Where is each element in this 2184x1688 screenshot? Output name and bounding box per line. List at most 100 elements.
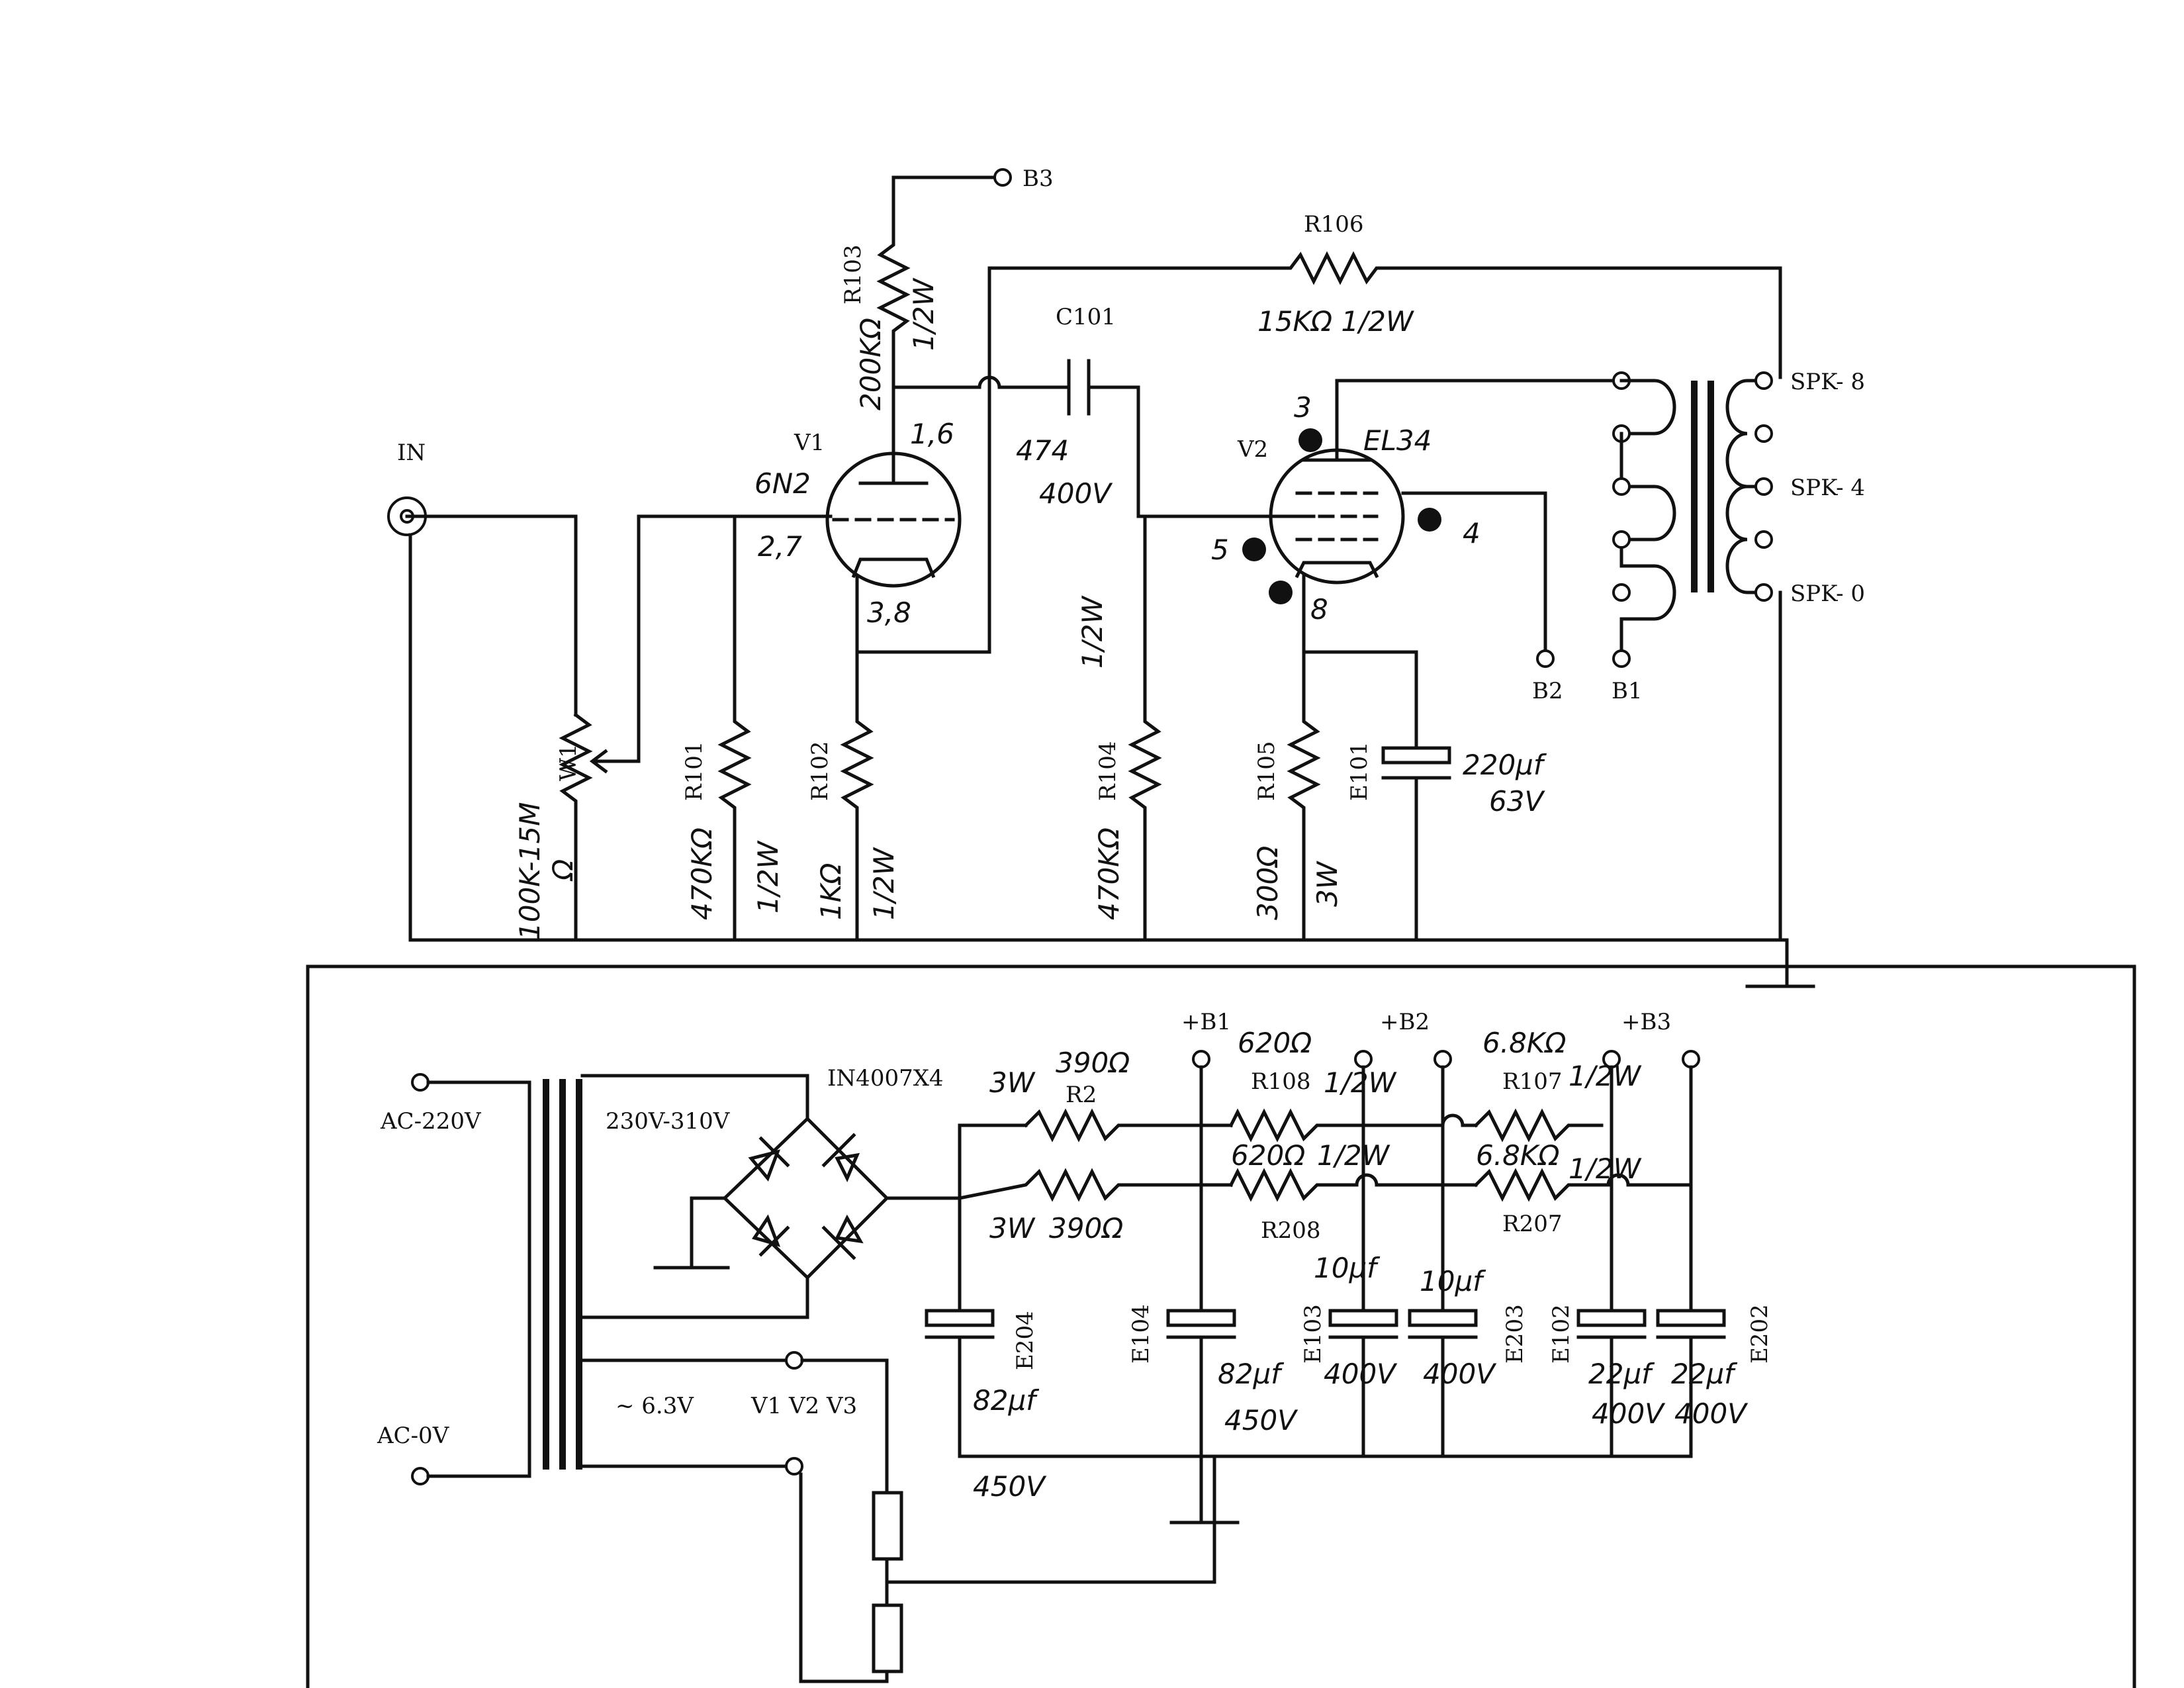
v2-name: V2 <box>1237 436 1268 463</box>
ot-secondary <box>1725 379 1766 489</box>
e104-capacitor <box>1166 1309 1236 1327</box>
w1-name: W1 <box>555 743 582 781</box>
b2-label: B2 <box>1532 678 1563 704</box>
w1-value: 100K-15M <box>514 802 546 940</box>
e101-name: E101 <box>1346 741 1373 801</box>
r1-bottom-power: 3W <box>989 1212 1036 1244</box>
e102-name: E102 <box>1548 1304 1574 1364</box>
c101-voltage: 400V <box>1039 477 1113 510</box>
r2-name: R2 <box>1066 1082 1097 1108</box>
ot-primary-bottom <box>1612 583 1631 602</box>
e203-name: E203 <box>1502 1304 1528 1364</box>
r207-name: R207 <box>1502 1211 1563 1237</box>
ac-primary-wire <box>426 1080 531 1478</box>
r1-bottom-value: 390Ω <box>1049 1212 1123 1244</box>
r105-value: 300Ω <box>1251 846 1284 920</box>
r101-value: 470KΩ <box>686 827 718 920</box>
b2-plus-terminal-b <box>1433 1050 1452 1068</box>
heater-terminal-2 <box>785 1457 803 1476</box>
amplifier-section: IN W1 100K-15M Ω R101 470KΩ 1/2W V1 6N2 … <box>387 165 1865 988</box>
e103-voltage: 400V <box>1324 1358 1398 1390</box>
e204-capacitor <box>925 1309 995 1327</box>
b3-label: B3 <box>1023 165 1054 192</box>
w1-unit: Ω <box>547 859 579 882</box>
v2-pin8: 8 <box>1310 593 1328 626</box>
v1-plate-wire <box>876 175 995 485</box>
input-wire <box>405 514 578 717</box>
ot-primary-coil-2 <box>1619 432 1676 541</box>
upper-rail-r107 <box>1473 1108 1604 1143</box>
b2-plus-label: +B2 <box>1380 1009 1430 1035</box>
heater-ct-resistor-1 <box>872 1491 903 1561</box>
w1-wiper <box>594 514 641 763</box>
heater-ct-mid <box>885 1454 1216 1607</box>
r101-note: 1/2W <box>752 840 784 914</box>
w1-arrow <box>589 749 608 774</box>
r102-name: R102 <box>807 741 833 802</box>
e202-voltage: 400V <box>1674 1397 1749 1430</box>
bridge-ground <box>653 1196 730 1270</box>
e203-voltage: 400V <box>1423 1358 1497 1390</box>
spk0-terminal <box>1754 583 1773 602</box>
e202-capacitor <box>1656 1309 1726 1327</box>
hv-secondary <box>580 1074 809 1121</box>
r103-value: 200KΩ <box>854 318 887 410</box>
diode-1 <box>748 1136 790 1182</box>
ot-secondary-2 <box>1725 485 1766 594</box>
b2-terminal <box>1536 649 1555 668</box>
e204-name: E204 <box>1012 1311 1038 1370</box>
spk8-label: SPK- 8 <box>1790 369 1865 395</box>
v1-pin-plate: 1,6 <box>910 418 954 450</box>
b1-plus-label: +B1 <box>1181 1009 1231 1035</box>
feedback-wire <box>987 251 1782 654</box>
r208-value: 620Ω <box>1231 1139 1305 1172</box>
e204-voltage: 450V <box>973 1470 1047 1503</box>
r104-value: 470KΩ <box>1093 827 1125 920</box>
bridge-label: IN4007X4 <box>827 1065 944 1092</box>
e101-capacitor-top <box>1381 746 1451 765</box>
upper-rail-r108 <box>1228 1108 1478 1143</box>
v2-cathode-wire <box>1302 574 1418 750</box>
v2-pin3-dot <box>1298 428 1322 452</box>
ot-sec-tap-b <box>1754 530 1773 549</box>
r107-value: 6.8KΩ <box>1482 1027 1566 1059</box>
b1-terminal <box>1612 649 1631 668</box>
b3-plus-label: +B3 <box>1621 1009 1671 1035</box>
v1-pin-cathode: 3,8 <box>867 596 911 629</box>
secondary-label: 230V-310V <box>606 1108 731 1135</box>
spk0-label: SPK- 0 <box>1790 581 1865 607</box>
v2-pin5-dot <box>1242 538 1266 561</box>
r207-value: 6.8KΩ <box>1476 1139 1559 1172</box>
e202-neg <box>1656 1335 1726 1458</box>
r104-name: R104 <box>1095 741 1121 802</box>
r105-note: 3W <box>1311 861 1343 907</box>
v2-type: EL34 <box>1363 424 1432 457</box>
e104-voltage: 450V <box>1224 1404 1298 1436</box>
e204-value: 82μf <box>973 1384 1040 1417</box>
e103-name: E103 <box>1300 1304 1326 1364</box>
r105-resistor <box>1287 650 1321 942</box>
bridge-rectifier <box>722 1116 889 1280</box>
lower-rail <box>885 1168 1233 1202</box>
psu-ground-symbol <box>1169 1454 1240 1524</box>
r104-note: 1/2W <box>1076 595 1109 669</box>
v1-cathode <box>851 557 936 579</box>
power-supply-section: AC-220V AC-0V 230V-310V IN4007X4 ~ 6.3V … <box>306 964 2136 1688</box>
r102-value: 1KΩ <box>815 863 847 920</box>
v1-pin-grid: 2,7 <box>758 530 802 563</box>
c101-name: C101 <box>1056 304 1116 330</box>
e204-neg <box>925 1335 995 1458</box>
bplus-split <box>885 1123 1028 1200</box>
heater-ct-return <box>799 1472 889 1683</box>
psu-frame <box>306 964 2136 1688</box>
e102-neg <box>1576 1335 1647 1458</box>
v1-type: 6N2 <box>754 467 811 500</box>
diode-2 <box>821 1133 860 1182</box>
e102-voltage: 400V <box>1592 1397 1666 1430</box>
ac0-terminal <box>411 1467 430 1485</box>
upper-rail-r2 <box>1023 1108 1233 1143</box>
heater-ct-resistor-2 <box>872 1603 903 1673</box>
r207-power: 1/2W <box>1569 1152 1642 1185</box>
spk4-terminal <box>1754 477 1773 496</box>
